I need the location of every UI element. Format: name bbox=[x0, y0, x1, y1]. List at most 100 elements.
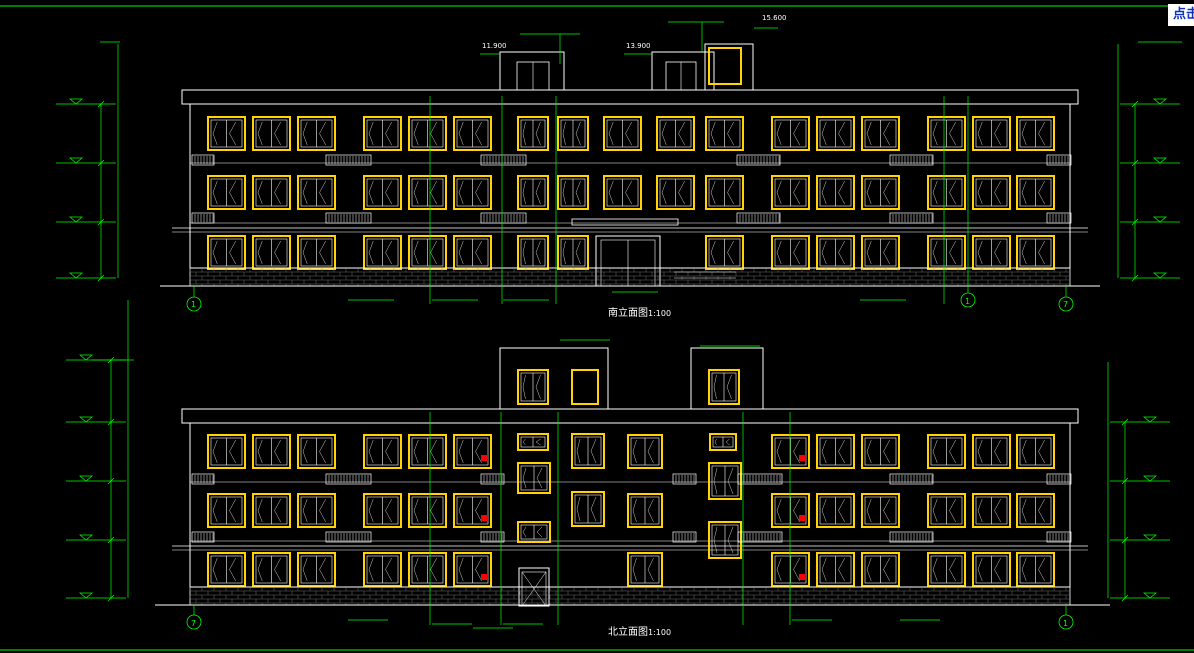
balcony-railing bbox=[480, 531, 505, 543]
window-hatch bbox=[536, 526, 543, 533]
level-symbol bbox=[69, 157, 83, 164]
window-hatch bbox=[413, 557, 419, 570]
corner-button[interactable]: 点击 bbox=[1168, 4, 1194, 26]
axis-label: 7 bbox=[191, 619, 196, 628]
window-hatch bbox=[522, 531, 527, 538]
window-hatch bbox=[576, 496, 581, 510]
window bbox=[297, 434, 336, 469]
window bbox=[252, 116, 291, 151]
window-frame bbox=[972, 434, 1011, 469]
window bbox=[972, 116, 1011, 151]
railing-outline bbox=[1046, 212, 1072, 224]
window-frame bbox=[207, 116, 246, 151]
window bbox=[708, 369, 740, 405]
railing-outline bbox=[672, 473, 697, 485]
window-frame bbox=[656, 175, 695, 210]
window bbox=[571, 491, 605, 527]
window-frame bbox=[571, 491, 605, 527]
window-hatch bbox=[932, 498, 938, 511]
window-hatch bbox=[257, 451, 263, 464]
window-frame bbox=[363, 434, 402, 469]
dim-tick bbox=[107, 418, 115, 426]
window bbox=[816, 235, 855, 270]
window-hatch bbox=[257, 557, 263, 570]
railing-outline bbox=[889, 473, 934, 485]
window-hatch bbox=[1038, 133, 1045, 146]
window-hatch bbox=[368, 451, 374, 464]
window bbox=[861, 552, 900, 587]
window-frame bbox=[1016, 175, 1055, 210]
window-frame bbox=[517, 462, 551, 494]
window-hatch bbox=[678, 192, 685, 205]
window bbox=[297, 235, 336, 270]
north-elevation bbox=[66, 300, 1170, 630]
window-hatch bbox=[866, 121, 872, 134]
window-hatch bbox=[590, 438, 597, 452]
railing-outline bbox=[1046, 531, 1072, 543]
railing-outline bbox=[889, 531, 934, 543]
railing-outline bbox=[889, 212, 934, 224]
window-frame bbox=[1016, 235, 1055, 270]
balcony-railing bbox=[672, 531, 697, 543]
balcony-railing bbox=[325, 212, 372, 224]
window-hatch bbox=[608, 180, 614, 193]
window bbox=[363, 116, 402, 151]
window-hatch bbox=[274, 439, 281, 452]
window-hatch bbox=[608, 121, 614, 134]
balcony-railing bbox=[889, 531, 934, 543]
window-hatch bbox=[302, 133, 308, 146]
window-frame bbox=[771, 116, 810, 151]
axis-bubble bbox=[186, 605, 202, 630]
window-hatch bbox=[977, 510, 983, 523]
window-hatch bbox=[385, 451, 392, 464]
window-hatch bbox=[274, 557, 281, 570]
window-hatch bbox=[475, 439, 482, 452]
window bbox=[207, 493, 246, 528]
window bbox=[927, 116, 966, 151]
dim-tick bbox=[1121, 594, 1129, 602]
window bbox=[927, 552, 966, 587]
window bbox=[207, 175, 246, 210]
window-hatch bbox=[385, 439, 392, 452]
window-frame bbox=[771, 552, 810, 587]
window-frame bbox=[363, 116, 402, 151]
level-symbol bbox=[79, 416, 93, 423]
window-frame bbox=[297, 434, 336, 469]
window-hatch bbox=[776, 240, 782, 253]
window-hatch bbox=[575, 180, 581, 193]
window-hatch bbox=[727, 480, 734, 495]
window-hatch bbox=[1038, 569, 1045, 582]
window-frame bbox=[861, 552, 900, 587]
window bbox=[627, 493, 663, 528]
window-hatch bbox=[257, 510, 263, 523]
window-hatch bbox=[647, 557, 654, 570]
window-hatch bbox=[522, 121, 526, 134]
window bbox=[517, 116, 549, 151]
window-hatch bbox=[994, 252, 1001, 265]
window-frame bbox=[408, 552, 447, 587]
window-hatch bbox=[932, 252, 938, 265]
window-frame bbox=[252, 116, 291, 151]
railing-outline bbox=[325, 154, 372, 166]
window-hatch bbox=[212, 498, 218, 511]
balcony-railing bbox=[736, 154, 781, 166]
window-hatch bbox=[413, 133, 419, 146]
window bbox=[861, 175, 900, 210]
window-frame bbox=[517, 521, 551, 543]
window-hatch bbox=[475, 451, 482, 464]
window-hatch bbox=[475, 240, 482, 253]
window-frame bbox=[1016, 493, 1055, 528]
window bbox=[972, 552, 1011, 587]
window bbox=[363, 552, 402, 587]
window-hatch bbox=[257, 240, 263, 253]
window-hatch bbox=[1021, 192, 1027, 205]
window bbox=[771, 552, 810, 587]
balcony-railing bbox=[672, 473, 697, 485]
window-hatch bbox=[866, 510, 872, 523]
window-frame bbox=[408, 434, 447, 469]
window-hatch bbox=[793, 569, 800, 582]
window-hatch bbox=[632, 557, 637, 570]
window-frame bbox=[252, 235, 291, 270]
window-hatch bbox=[821, 240, 827, 253]
